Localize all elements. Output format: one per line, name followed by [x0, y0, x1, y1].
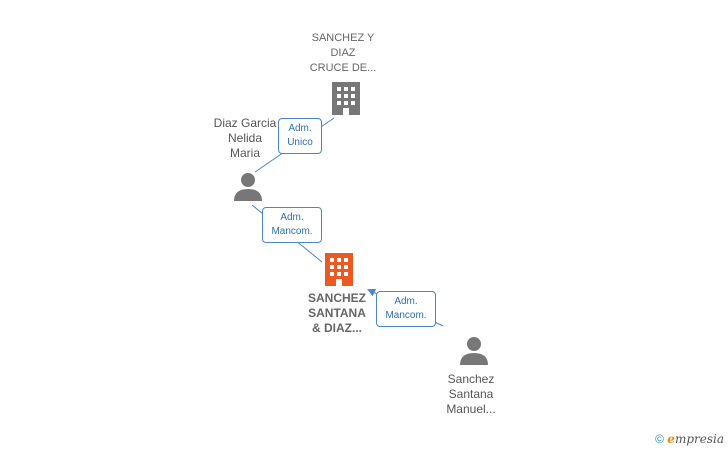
role-adm-unico-line-2: Unico [287, 137, 313, 148]
person-left-line-1: Diaz Garcia [213, 116, 277, 130]
main-company-label[interactable]: SANCHEZ SANTANA & DIAZ... [292, 291, 382, 336]
role-adm-mancom-right-line-1: Adm. [394, 296, 418, 307]
top-company-label[interactable]: SANCHEZ Y DIAZ CRUCE DE... [298, 31, 388, 76]
person-right-label[interactable]: Sanchez Santana Manuel... [426, 372, 516, 417]
top-company-line-2: DIAZ [330, 47, 356, 59]
person-right-line-1: Sanchez [447, 372, 495, 386]
role-adm-unico-line-1: Adm. [288, 123, 312, 134]
person-right-line-3: Manuel... [446, 402, 496, 416]
top-company-line-3: CRUCE DE... [309, 62, 377, 74]
person-icon[interactable] [232, 172, 264, 202]
building-icon[interactable] [330, 80, 362, 116]
main-company-line-3: & DIAZ... [312, 321, 362, 335]
role-adm-mancom-left[interactable]: Adm. Mancom. [262, 207, 322, 243]
role-adm-mancom-left-line-2: Mancom. [271, 226, 313, 237]
top-company-line-1: SANCHEZ Y [311, 32, 375, 44]
person-left-label[interactable]: Diaz Garcia Nelida Maria [200, 116, 290, 161]
role-adm-mancom-right-line-2: Mancom. [385, 310, 427, 321]
main-building-icon[interactable] [323, 251, 355, 287]
person-left-line-2: Nelida [227, 131, 263, 145]
brand-initial: e [667, 432, 675, 446]
role-adm-mancom-right[interactable]: Adm. Mancom. [376, 291, 436, 327]
person-right-line-2: Santana [448, 387, 494, 401]
person-left-line-3: Maria [229, 146, 260, 160]
copyright-symbol: © [655, 432, 664, 446]
person-icon[interactable] [458, 336, 490, 366]
brand-name: mpresia [674, 432, 724, 446]
role-adm-unico[interactable]: Adm. Unico [278, 118, 322, 154]
brand-footer[interactable]: © empresia [655, 432, 724, 446]
main-company-line-1: SANCHEZ [307, 291, 366, 305]
main-company-line-2: SANTANA [308, 306, 366, 320]
role-adm-mancom-left-line-1: Adm. [280, 212, 304, 223]
